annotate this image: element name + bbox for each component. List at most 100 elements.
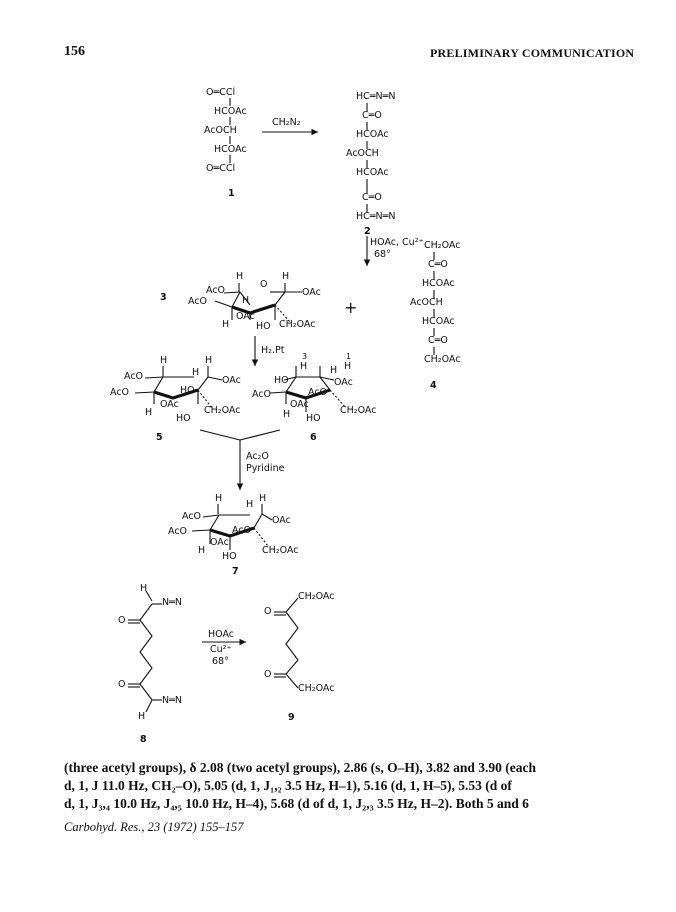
s9-ch2oac-top: CH₂OAc (298, 591, 335, 602)
s1-line-2: HCOAc (214, 106, 247, 117)
s5-h-3: H (192, 367, 200, 378)
s3-ho: HO (256, 321, 271, 332)
compound-label-2: 2 (364, 226, 371, 237)
s3-oxygen: O (260, 279, 268, 290)
plus-sign: + (344, 298, 358, 317)
s8-h-bottom: H (138, 711, 146, 722)
s4-line-2: C═O (428, 259, 448, 270)
s7-h-2: H (246, 499, 254, 510)
compound-label-4: 4 (430, 380, 437, 391)
s7-aco-bottom: AcO (168, 526, 188, 537)
s6-h-2: H (330, 365, 338, 376)
s5-ho-low: HO (176, 413, 191, 424)
page-number: 156 (64, 44, 85, 59)
body-line-3: d, 1, J₃,₄ 10.0 Hz, J₄,₅ 10.0 Hz, H–4), … (64, 796, 529, 811)
s5-oac-down: OAc (160, 399, 179, 410)
reagent-h2pt: H₂.Pt (261, 345, 285, 356)
s7-h-3: H (259, 493, 267, 504)
s3-h-left: H (236, 271, 244, 282)
s8-o-top: O (118, 615, 126, 626)
s6-h-low: H (283, 409, 291, 420)
s5-aco-top: AcO (124, 371, 144, 382)
body-line-2: d, 1, J 11.0 Hz, CH₂–O), 5.05 (d, 1, J₁,… (64, 778, 512, 793)
compound-label-6: 6 (310, 432, 317, 443)
s9-o-bottom: O (264, 669, 272, 680)
s3-aco-top: AcO (206, 285, 226, 296)
s3-oac-right: OAc (302, 287, 321, 298)
reagent-hoac: HOAc (208, 629, 235, 640)
reagent-diazomethane: CH₂N₂ (272, 117, 301, 128)
s5-h-1: H (160, 355, 168, 366)
s3-h-low: H (222, 319, 230, 330)
reagent-ac2o: Ac₂O (246, 451, 269, 462)
s5-ch2oac: CH₂OAc (204, 405, 241, 416)
s5-ho-in: HO (180, 385, 195, 396)
s2-line-3: HCOAc (356, 129, 389, 140)
s7-aco-top: AcO (182, 511, 202, 522)
citation: Carbohyd. Res., 23 (1972) 155–157 (64, 820, 244, 834)
s3-aco-bottom: AcO (188, 296, 208, 307)
s1-line-4: HCOAc (214, 144, 247, 155)
s6-oac-down: OAc (290, 399, 309, 410)
s5-h-2: H (205, 355, 213, 366)
s6-aco-in: AcO (308, 387, 328, 398)
s4-line-1: CH₂OAc (424, 240, 461, 251)
reagent-temp-2: 68° (212, 656, 229, 667)
s7-ho-low: HO (222, 551, 237, 562)
s4-line-3: HCOAc (422, 278, 455, 289)
s8-diazo-bottom: N═N (162, 695, 182, 706)
s6-ch2oac: CH₂OAc (340, 405, 377, 416)
s5-aco-bottom: AcO (110, 387, 130, 398)
s6-aco: AcO (252, 389, 272, 400)
s2-line-1: HC═N═N (356, 91, 396, 102)
s9-ch2oac-bottom: CH₂OAc (298, 683, 335, 694)
body-line-1: (three acetyl groups), δ 2.08 (two acety… (64, 760, 536, 775)
s8-diazo-top: N═N (162, 597, 182, 608)
s1-line-1: O═CCl (206, 87, 236, 98)
s6-h-1: H (300, 361, 308, 372)
s7-ch2oac: CH₂OAc (262, 545, 299, 556)
s6-num-1: 1 (346, 352, 352, 361)
s6-ho-low: HO (306, 413, 321, 424)
s2-line-2: C═O (362, 110, 382, 121)
compound-label-1: 1 (228, 188, 235, 199)
s7-oac-down: OAc (210, 537, 229, 548)
reagent-pyridine: Pyridine (246, 463, 285, 474)
s5-oac-right: OAc (222, 375, 241, 386)
s7-h-1: H (215, 493, 223, 504)
s3-h-right: H (282, 271, 290, 282)
s1-line-5: O═CCl (206, 163, 236, 174)
s3-ch2oac: CH₂OAc (279, 319, 316, 330)
s9-o-top: O (264, 606, 272, 617)
s5-h-low: H (145, 407, 153, 418)
s3-oac-down: OAc (236, 311, 255, 322)
s2-line-7: HC═N═N (356, 211, 396, 222)
s2-line-4: AcOCH (346, 148, 379, 159)
reagent-temp-1: 68° (374, 249, 391, 260)
compound-label-5: 5 (156, 432, 163, 443)
s6-ho-left: HO (274, 375, 289, 386)
s4-line-5: HCOAc (422, 316, 455, 327)
compound-label-8: 8 (140, 734, 147, 745)
s8-h-top: H (140, 583, 148, 594)
compound-label-9: 9 (288, 712, 295, 723)
s6-h-3: H (344, 361, 352, 372)
s6-num-3: 3 (302, 352, 308, 361)
compound-label-3: 3 (160, 292, 167, 303)
s3-h-mid: H (242, 295, 250, 306)
reagent-cu2: Cu²⁺ (210, 644, 232, 655)
s7-aco-in: AcO (232, 525, 252, 536)
s4-line-4: AcOCH (410, 297, 443, 308)
s7-h-low: H (198, 545, 206, 556)
running-title: PRELIMINARY COMMUNICATION (430, 46, 635, 60)
s7-oac-right: OAc (272, 515, 291, 526)
s8-o-bottom: O (118, 679, 126, 690)
s2-line-6: C═O (362, 192, 382, 203)
s1-line-3: AcOCH (204, 125, 237, 136)
s4-line-7: CH₂OAc (424, 354, 461, 365)
s6-oac-right: OAc (334, 377, 353, 388)
reagent-hoac-cu: HOAc, Cu²⁺ (370, 237, 424, 248)
s2-line-5: HCOAc (356, 167, 389, 178)
